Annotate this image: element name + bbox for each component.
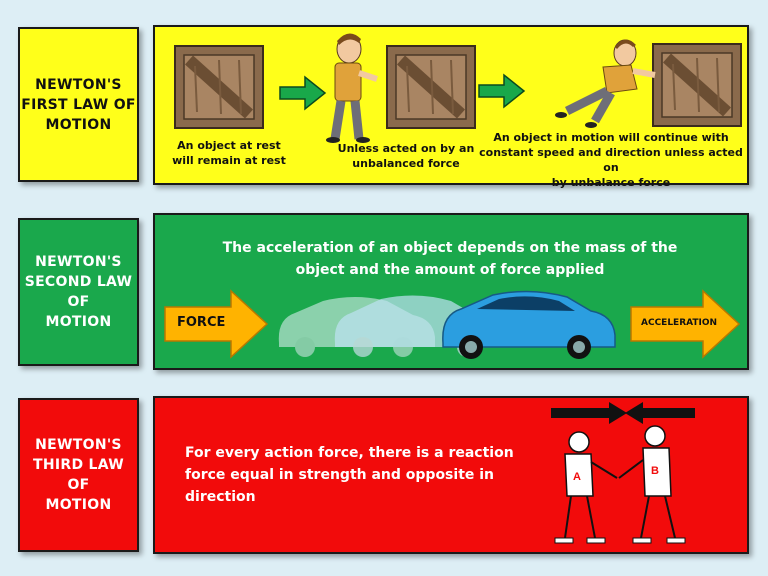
skater-b-icon	[618, 425, 686, 544]
second-law-title-box: NEWTON'S SECOND LAW OF MOTION	[18, 218, 139, 366]
second-law-illustration	[164, 289, 741, 359]
acceleration-arrow-icon	[630, 289, 741, 359]
caption-object-at-rest: An object at rest will remain at rest	[172, 139, 286, 167]
third-law-illustration: A B	[551, 402, 695, 544]
force-label: FORCE	[177, 315, 226, 330]
first-law-panel: An object at rest will remain at rest Un…	[153, 25, 749, 189]
second-law-title: NEWTON'S SECOND LAW OF MOTION	[24, 254, 133, 330]
standing-man-icon	[326, 33, 378, 143]
third-law-panel: For every action force, there is a react…	[153, 396, 749, 554]
second-law-panel: The acceleration of an object depends on…	[153, 213, 749, 370]
crate-icon-rest	[175, 46, 263, 128]
green-arrow-icon-1	[279, 75, 327, 111]
caption-unless-acted: Unless acted on by an unbalanced force	[337, 142, 475, 170]
skater-b-letter: B	[651, 465, 659, 477]
skater-a-letter: A	[573, 471, 581, 483]
third-law-title: NEWTON'S THIRD LAW OF MOTION	[32, 437, 125, 513]
blue-car-icon	[442, 290, 616, 359]
skater-a-icon	[554, 431, 618, 544]
pushing-man-icon	[555, 39, 656, 128]
acceleration-label: ACCELERATION	[641, 318, 718, 328]
caption-object-in-motion: An object in motion will continue with c…	[479, 131, 743, 189]
opposing-arrows-icon	[551, 402, 695, 424]
first-law-title: NEWTON'S FIRST LAW OF MOTION	[21, 76, 136, 133]
force-arrow-icon	[164, 289, 269, 359]
third-law-title-box: NEWTON'S THIRD LAW OF MOTION	[18, 398, 139, 552]
second-law-statement: The acceleration of an object depends on…	[222, 240, 678, 278]
crate-icon-middle	[387, 46, 475, 128]
first-law-title-box: NEWTON'S FIRST LAW OF MOTION	[18, 27, 139, 182]
crate-icon-motion	[653, 44, 741, 126]
third-law-statement: For every action force, there is a react…	[185, 445, 514, 505]
first-law-illustration	[155, 33, 747, 143]
green-arrow-icon-2	[478, 73, 526, 109]
